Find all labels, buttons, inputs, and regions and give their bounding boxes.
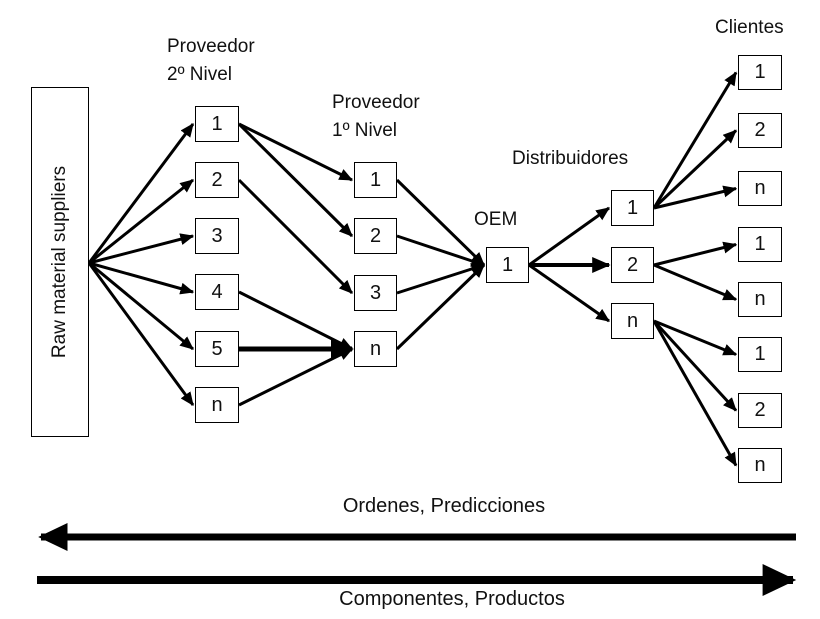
connection-arrow-tier2:0-to-tier1:1 [237,122,354,238]
connection-arrow-oem:0-to-dist:0 [528,206,610,267]
oem-column-title: OEM [474,209,518,230]
node-box-dist-1: 2 [611,247,654,283]
node-box-dist-0: 1 [611,190,654,226]
connection-arrow-raw-to-tier2:0 [87,123,195,264]
node-box-tier2-1: 2 [195,162,239,198]
connection-arrow-dist:0-to-clientes:0 [652,71,738,209]
connection-arrow-oem:0-to-dist:2 [528,263,610,323]
connection-arrows [87,71,738,467]
connection-arrow-tier2:5-to-tier1:3 [238,347,354,407]
connection-arrow-tier2:0-to-tier1:0 [238,122,354,182]
connection-arrow-dist:2-to-clientes:5 [653,319,738,356]
node-box-clientes-2: n [738,171,782,206]
node-box-clientes-5: 1 [738,337,782,372]
connection-arrow-raw-to-tier2:5 [87,262,195,406]
connection-arrow-tier1:1-to-oem:0 [396,234,486,267]
tier2-title-line1: Proveedor [167,36,255,57]
tier1-title-line1: Proveedor [332,92,420,113]
node-box-tier2-4: 5 [195,331,239,367]
node-box-tier1-0: 1 [354,162,397,198]
node-box-clientes-0: 1 [738,55,782,90]
node-box-clientes-7: n [738,448,782,483]
orders-flow-label: Ordenes, Predicciones [342,495,546,517]
distribuidores-column-title: Distribuidores [512,148,629,169]
node-box-tier2-2: 3 [195,218,239,254]
clientes-column-title: Clientes [715,17,784,38]
connection-arrow-dist:2-to-clientes:7 [652,320,738,467]
connection-arrow-raw-to-tier2:2 [88,233,195,265]
raw-material-suppliers-label: Raw material suppliers [49,165,70,359]
connection-arrow-tier1:3-to-oem:0 [395,263,486,351]
node-box-tier1-2: 3 [354,275,397,311]
tier2-title-line2: 2º Nivel [167,64,233,85]
node-box-clientes-6: 2 [738,393,782,428]
tier2-column-title: Proveedor 2º Nivel [167,33,255,89]
node-box-oem-0: 1 [486,247,529,283]
tier1-title-line2: 1º Nivel [332,120,398,141]
connection-arrow-dist:0-to-clientes:2 [653,185,738,210]
connection-arrow-tier1:2-to-oem:0 [396,263,486,295]
node-box-tier1-3: n [354,331,397,367]
connection-arrow-tier1:0-to-oem:0 [395,178,486,267]
raw-material-suppliers-box: Raw material suppliers [31,87,89,437]
connection-arrow-raw-to-tier2:1 [88,178,194,265]
node-box-clientes-1: 2 [738,113,782,148]
connection-arrow-dist:2-to-clientes:6 [652,319,738,412]
connection-arrow-dist:0-to-clientes:1 [652,129,738,210]
connection-arrow-raw-to-tier2:4 [88,261,194,351]
node-box-tier2-5: n [195,387,239,423]
tier1-column-title: Proveedor 1º Nivel [332,89,420,145]
node-box-tier2-0: 1 [195,106,239,142]
node-box-dist-2: n [611,303,654,339]
connection-arrow-tier2:3-to-tier1:3 [238,290,354,351]
node-box-clientes-4: n [738,282,782,317]
products-flow-label: Componentes, Productos [339,588,565,610]
node-box-tier2-3: 4 [195,274,239,310]
node-box-tier1-1: 2 [354,218,397,254]
connection-arrow-raw-to-tier2:3 [88,261,195,295]
node-box-clientes-3: 1 [738,227,782,262]
connection-arrow-dist:1-to-clientes:3 [653,241,738,267]
connection-arrow-tier2:1-to-tier1:2 [237,178,354,295]
connection-arrow-dist:1-to-clientes:4 [653,263,738,301]
